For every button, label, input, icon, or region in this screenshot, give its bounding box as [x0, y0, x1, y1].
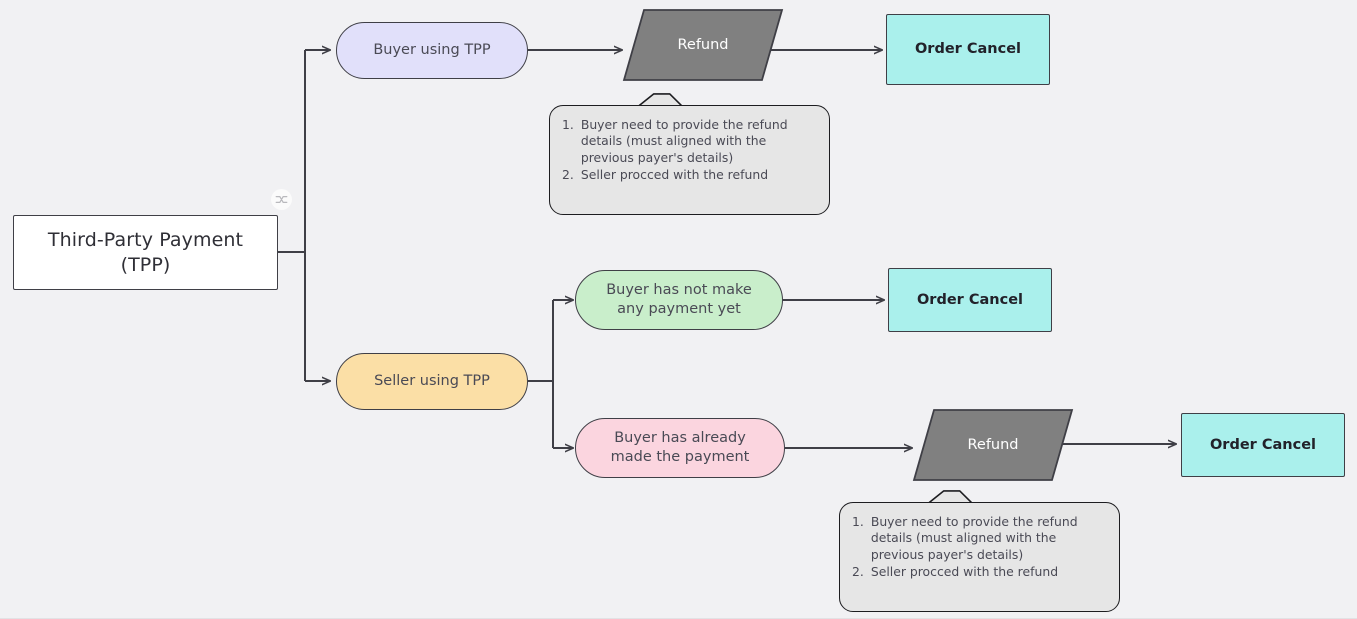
node-root-label-line1: Third-Party Payment — [47, 229, 244, 252]
node-refund-top[interactable]: Refund — [622, 8, 784, 82]
node-no-payment-yet-label-wrap: Buyer has not make any payment yet — [606, 281, 752, 318]
node-already-paid-label-line1: Buyer has already — [614, 430, 746, 447]
note-number: 1. — [562, 117, 574, 132]
node-order-cancel-top-label: Order Cancel — [914, 41, 1022, 58]
node-no-payment-yet-label-line2: any payment yet — [617, 301, 741, 317]
node-no-payment-yet-label-line1: Buyer has not make — [606, 282, 752, 299]
node-already-paid[interactable]: Buyer has already made the payment — [575, 418, 785, 478]
node-no-payment-yet[interactable]: Buyer has not make any payment yet — [575, 270, 783, 330]
node-refund-bottom-label-wrap: Refund — [912, 408, 1074, 482]
node-root-label-line2: (TPP) — [120, 253, 171, 276]
note-callout-bottom: 1. Buyer need to provide the refund deta… — [839, 490, 1120, 612]
node-refund-bottom[interactable]: Refund — [912, 408, 1074, 482]
shuffle-icon-glyph — [275, 196, 288, 203]
node-order-cancel-top[interactable]: Order Cancel — [886, 14, 1050, 85]
list-item: 2. Seller procced with the refund — [852, 564, 1105, 580]
node-buyer-using-tpp-label: Buyer using TPP — [373, 42, 491, 59]
note-callout-bottom-body: 1. Buyer need to provide the refund deta… — [839, 502, 1120, 612]
node-buyer-using-tpp[interactable]: Buyer using TPP — [336, 22, 528, 79]
node-order-cancel-mid-label: Order Cancel — [916, 291, 1024, 308]
shuffle-icon[interactable] — [271, 189, 292, 210]
node-refund-top-label: Refund — [677, 37, 729, 53]
note-number: 1. — [852, 514, 864, 529]
node-seller-using-tpp[interactable]: Seller using TPP — [336, 353, 528, 410]
node-already-paid-label-wrap: Buyer has already made the payment — [611, 429, 750, 466]
note-callout-top-body: 1. Buyer need to provide the refund deta… — [549, 105, 830, 215]
list-item: 2. Seller procced with the refund — [562, 167, 815, 183]
list-item: 1. Buyer need to provide the refund deta… — [562, 117, 815, 166]
node-order-cancel-mid[interactable]: Order Cancel — [888, 268, 1052, 332]
node-root-label: Third-Party Payment (TPP) — [48, 228, 243, 277]
note-callout-top: 1. Buyer need to provide the refund deta… — [549, 93, 830, 215]
node-third-party-payment[interactable]: Third-Party Payment (TPP) — [13, 215, 278, 290]
node-seller-using-tpp-label: Seller using TPP — [374, 373, 490, 390]
note-number: 2. — [562, 167, 574, 183]
refund-bottom-shape — [912, 409, 1074, 481]
note-text: Buyer need to provide the refund details… — [580, 117, 788, 165]
refund-top-shape — [622, 9, 784, 81]
note-number: 2. — [852, 564, 864, 580]
note-text: Seller procced with the refund — [870, 564, 1059, 580]
note-callout-bottom-list: 1. Buyer need to provide the refund deta… — [852, 514, 1105, 581]
node-already-paid-label-line2: made the payment — [610, 449, 750, 465]
node-refund-bottom-label: Refund — [967, 437, 1019, 453]
node-order-cancel-bottom-label: Order Cancel — [1209, 436, 1317, 453]
note-callout-top-list: 1. Buyer need to provide the refund deta… — [562, 117, 815, 184]
note-text: Buyer need to provide the refund details… — [870, 514, 1078, 562]
list-item: 1. Buyer need to provide the refund deta… — [852, 514, 1105, 563]
node-order-cancel-bottom[interactable]: Order Cancel — [1181, 413, 1345, 477]
node-refund-top-label-wrap: Refund — [622, 8, 784, 82]
note-text: Seller procced with the refund — [580, 167, 769, 183]
